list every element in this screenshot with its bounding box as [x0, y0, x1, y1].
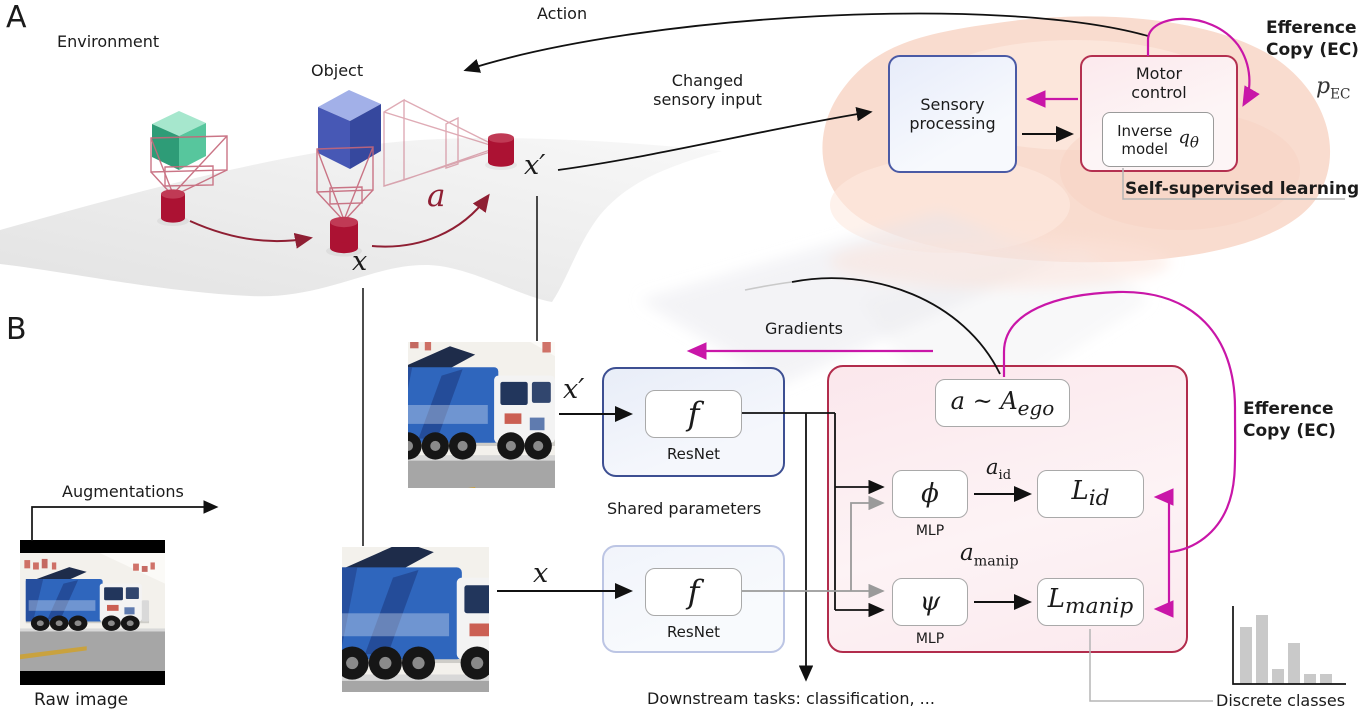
panel-a-label: A	[6, 0, 27, 35]
camera-frustum-right	[383, 98, 491, 187]
action-sample-expression: a ~ Aego	[950, 386, 1055, 420]
encoder-f-box-bottom: f	[645, 568, 742, 616]
loss-id-symbol: Lid	[1071, 476, 1110, 512]
object-label: Object	[311, 61, 364, 80]
x-label-a: x	[352, 246, 368, 277]
camera-frustum-left	[150, 135, 228, 197]
action-sample-box: a ~ Aego	[935, 379, 1070, 427]
resnet-label-top: ResNet	[666, 445, 721, 463]
discrete-classes-label: Discrete classes	[1216, 691, 1346, 710]
truck-photo-raw	[20, 540, 165, 685]
histogram-bar	[1256, 615, 1268, 684]
loss-manip-symbol: Lmanip	[1047, 584, 1134, 620]
phi-symbol: ϕ	[921, 479, 939, 509]
raw-image-label: Raw image	[34, 690, 129, 710]
p-ec-symbol: pEC	[1316, 74, 1351, 103]
augmentations-label: Augmentations	[62, 482, 184, 501]
x-prime-label-b: x′	[563, 374, 585, 405]
inverse-label-line1: Inverse	[1117, 121, 1173, 140]
histogram-bar	[1240, 627, 1252, 684]
x-label-b: x	[533, 558, 549, 589]
histogram-bar	[1288, 643, 1300, 684]
f-symbol-bottom: f	[687, 573, 700, 611]
truck-photo-x-prime	[408, 342, 555, 488]
downstream-tasks-label: Downstream tasks: classification, ...	[647, 689, 935, 708]
discrete-classes-histogram	[1240, 607, 1344, 684]
agent-cylinder-left	[157, 189, 189, 226]
motor-label-line1: Motor	[1135, 64, 1183, 83]
a-id-label: aid	[986, 455, 1012, 484]
inverse-label-line2: model	[1121, 139, 1169, 158]
environment-surface	[0, 138, 722, 302]
a-manip-label: amanip	[960, 540, 1019, 570]
environment-label: Environment	[57, 32, 160, 51]
sensory-label-line2: processing	[909, 114, 996, 133]
psi-mlp-box: ψ	[892, 578, 968, 626]
encoder-f-box-top: f	[645, 390, 742, 438]
histogram-bar	[1320, 674, 1332, 684]
green-cube	[152, 111, 206, 170]
truck-photo-x	[342, 547, 489, 692]
agent-cylinder-x-prime	[485, 133, 517, 170]
phi-mlp-box: ϕ	[892, 470, 968, 518]
camera-frustum-center	[316, 146, 374, 222]
f-symbol-top: f	[687, 395, 700, 433]
mlp-label-phi: MLP	[915, 523, 945, 539]
psi-symbol: ψ	[919, 587, 941, 617]
inverse-model-box: Inverse model qθ	[1102, 112, 1214, 167]
panel-b-label: B	[6, 312, 27, 347]
motor-label-line2: control	[1131, 83, 1187, 102]
q-theta-symbol: qθ	[1178, 127, 1199, 152]
gradients-label: Gradients	[765, 319, 843, 338]
loss-id-box: Lid	[1037, 470, 1144, 518]
x-prime-label-a: x′	[524, 150, 546, 181]
blue-object-cube	[318, 90, 381, 169]
resnet-label-bottom: ResNet	[666, 623, 721, 641]
self-supervised-learning-label: Self-supervised learning	[1125, 179, 1360, 199]
action-label: Action	[537, 4, 588, 23]
sensory-label-line1: Sensory	[920, 95, 985, 114]
shared-parameters-label: Shared parameters	[607, 499, 762, 518]
agent-cylinder-x	[326, 216, 362, 257]
mlp-label-psi: MLP	[915, 631, 945, 647]
histogram-bar	[1304, 674, 1316, 684]
sensory-processing-box: Sensory processing	[888, 55, 1017, 173]
histogram-bar	[1272, 669, 1284, 684]
a-label: a	[427, 178, 446, 214]
loss-manip-box: Lmanip	[1037, 578, 1144, 626]
